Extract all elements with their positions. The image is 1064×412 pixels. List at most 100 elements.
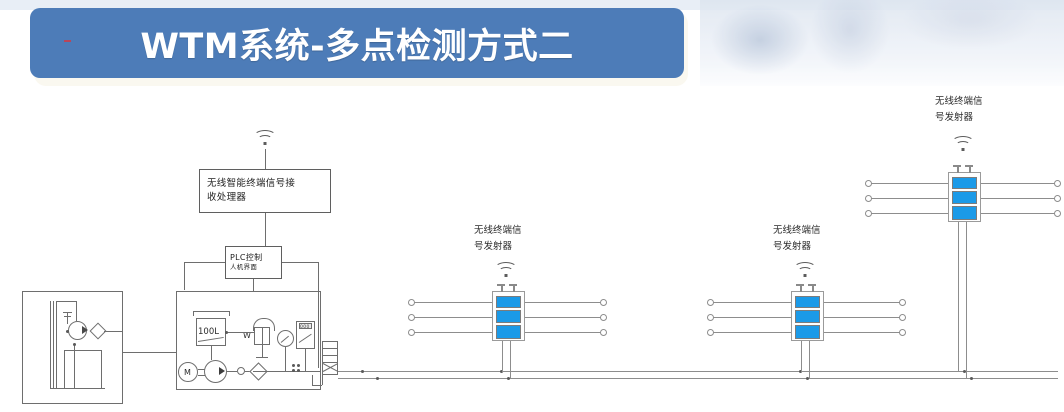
motor-shaft-a [198, 369, 205, 370]
plc-left-wire-drop [184, 262, 185, 290]
station-2-port-right-3[interactable] [899, 329, 906, 336]
station-3-pin-left-cap [953, 165, 961, 167]
main-pipe-upper [338, 371, 1058, 373]
station-2-port-left-2[interactable] [707, 314, 714, 321]
filter-crossbar [253, 371, 265, 372]
station-2-pin-right [812, 284, 814, 292]
station-1-port-left-3[interactable] [408, 329, 415, 336]
station-1-module-2 [496, 310, 521, 323]
wireless-receiver-processor[interactable]: 无线智能终端信号接 收处理器 [199, 169, 331, 213]
accumulator-stack [322, 341, 338, 375]
main-pipe-node-4 [507, 377, 510, 380]
station-3-riser-b [966, 222, 968, 379]
banner-accent-dot [64, 40, 71, 42]
machine-flow-arrow [82, 326, 88, 334]
machine-platen-top [64, 350, 101, 351]
digital-meter-readout: 000 [300, 325, 310, 330]
transmitter-station-2-label-line2: 号发射器 [773, 241, 812, 252]
wifi-signal-icon-station-2 [794, 262, 816, 279]
station-1-pin-left [501, 284, 503, 292]
machine-platen-right [101, 350, 102, 388]
valve-supply-tap [226, 332, 254, 333]
plc-bottom-wire [253, 279, 254, 291]
transmitter-station-2-label-line1: 无线终端信 [773, 225, 821, 236]
machine-base [50, 388, 105, 389]
top-band [0, 0, 1064, 10]
station-2-pin-left [800, 284, 802, 292]
station-3-pin-left [957, 165, 959, 173]
machine-platen-left [64, 350, 65, 388]
station-2-module-3 [795, 325, 820, 339]
station-3-port-right-3[interactable] [1054, 210, 1061, 217]
station-3-port-right-1[interactable] [1054, 180, 1061, 187]
station-3-port-left-2[interactable] [865, 195, 872, 202]
station-3-port-left-3[interactable] [865, 210, 872, 217]
plc-right-wire-drop [318, 262, 319, 368]
solenoid-valve-foot [256, 357, 268, 358]
machine-feed-cap2 [64, 316, 71, 317]
station-1-port-left-2[interactable] [408, 314, 415, 321]
accumulator-plate-1 [322, 348, 338, 349]
accumulator-drain-foot [312, 385, 322, 386]
machine-mast-rail-a [50, 301, 51, 388]
station-1-port-right-2[interactable] [600, 314, 607, 321]
station-3-module-1 [952, 177, 977, 189]
station-1-port-right-1[interactable] [600, 299, 607, 306]
solenoid-coil-symbol: W [243, 331, 251, 340]
station-1-downpipe-a [502, 341, 504, 372]
receiver-label-line2: 收处理器 [207, 192, 247, 203]
station-1-port-right-3[interactable] [600, 329, 607, 336]
digital-meter-stem [305, 349, 306, 371]
tank-lid-left [193, 311, 194, 316]
station-3-port-left-1[interactable] [865, 180, 872, 187]
manifold-port-a1 [292, 364, 295, 367]
station-3-module-2 [952, 191, 977, 204]
transmitter-station-3-device[interactable] [948, 172, 981, 222]
transmitter-station-1-device[interactable] [492, 291, 525, 341]
transmitter-station-1-label-line1: 无线终端信 [474, 225, 522, 236]
wifi-signal-icon-station-3 [952, 136, 974, 153]
main-pipe-node-8 [970, 377, 973, 380]
machine-ram-node [73, 343, 76, 346]
digital-meter [296, 321, 315, 349]
transmitter-station-1-label-line2: 号发射器 [474, 241, 513, 252]
wifi-signal-icon-receiver [254, 130, 276, 147]
station-2-port-right-2[interactable] [899, 314, 906, 321]
transmitter-station-3-label-line2: 号发射器 [935, 112, 974, 123]
motor-symbol [178, 362, 198, 382]
machine-mast-rail-b [53, 301, 54, 388]
plc-label-line2: 人机界面 [230, 263, 258, 271]
title-banner: WTM系统-多点检测方式二 [30, 8, 684, 78]
station-3-pin-right-cap [965, 165, 973, 167]
pressure-line-2 [245, 371, 253, 372]
receiver-antenna-lead [265, 149, 266, 169]
station-1-port-left-1[interactable] [408, 299, 415, 306]
station-2-pin-right-cap [808, 284, 816, 286]
motor-shaft-b [198, 375, 205, 376]
station-1-pin-left-cap [497, 284, 505, 286]
station-2-port-left-3[interactable] [707, 329, 714, 336]
accumulator-drain [322, 375, 323, 385]
main-pipe-node-5 [799, 370, 802, 373]
station-1-downpipe-b [510, 341, 512, 379]
motor-label: M [184, 368, 191, 377]
solenoid-valve-stem [262, 345, 263, 357]
main-pipe-node-1 [361, 370, 364, 373]
station-2-port-right-1[interactable] [899, 299, 906, 306]
station-1-pin-right-cap [509, 284, 517, 286]
machine-hose-to-hpu [122, 352, 176, 353]
machine-mast-rail-c [56, 301, 57, 388]
manifold-port-a2 [297, 364, 300, 367]
machine-column-right [76, 301, 77, 321]
main-pipe-lower [338, 378, 1058, 380]
pressure-line-1 [227, 371, 237, 372]
station-2-port-left-1[interactable] [707, 299, 714, 306]
main-pipe-node-2 [376, 377, 379, 380]
machine-hose-out [104, 331, 122, 332]
station-3-port-right-2[interactable] [1054, 195, 1061, 202]
plc-controller[interactable]: PLC控制 人机界面 [225, 246, 282, 279]
valve-supply-node [225, 331, 228, 334]
main-pipe-node-6 [806, 377, 809, 380]
transmitter-station-2-device[interactable] [791, 291, 824, 341]
